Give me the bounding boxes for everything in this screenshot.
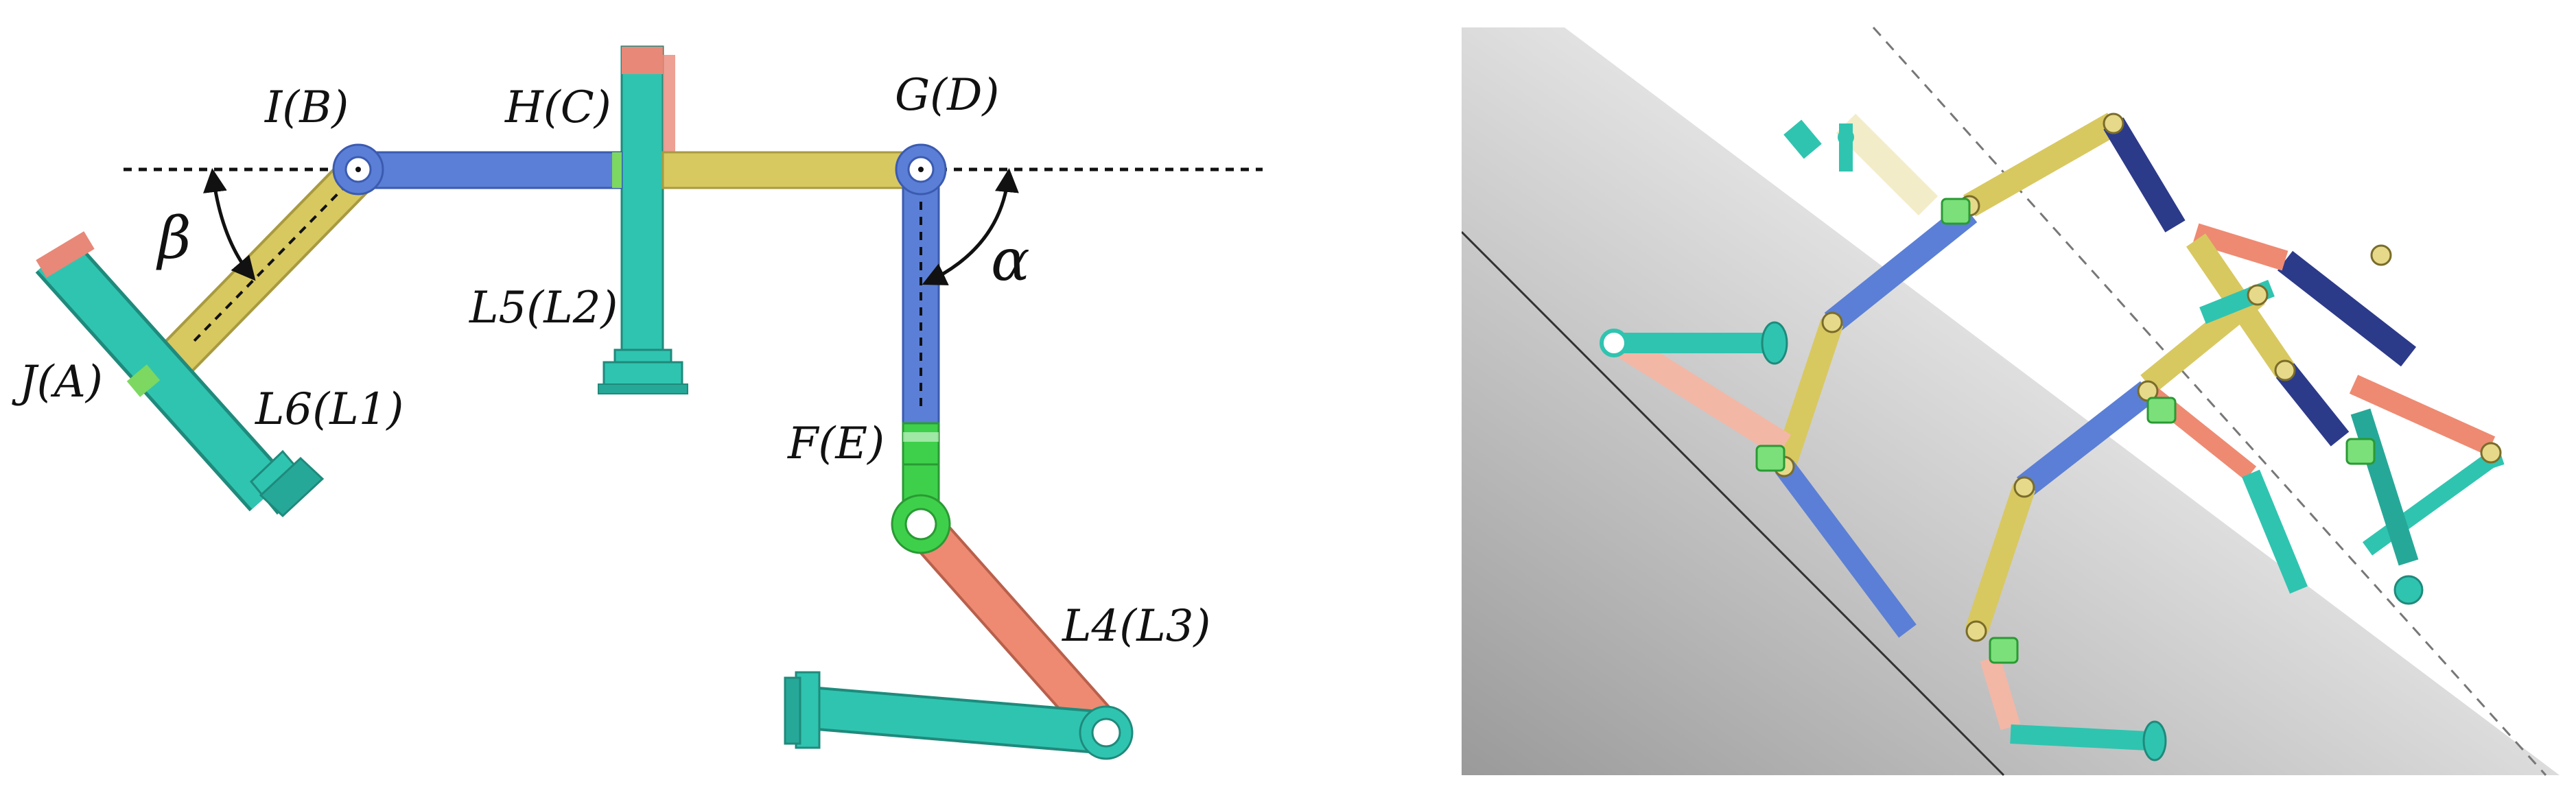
link-ij-yellow <box>163 158 374 372</box>
linkage-schematic: I(B) H(C) G(D) J(A) L5(L2) L6(L1) F(E) L… <box>12 45 1263 760</box>
slope-edge-line <box>1460 230 2005 777</box>
link-j-foot <box>35 231 325 518</box>
label-l5: L5(L2) <box>469 283 618 333</box>
linkage-schematic-svg: I(B) H(C) G(D) J(A) L5(L2) L6(L1) F(E) L… <box>12 45 1263 760</box>
robot-leg-back-right <box>2192 223 2496 605</box>
angle-beta-arc <box>203 168 256 281</box>
robot-leg-front-bottom <box>1980 655 2167 761</box>
label-f: F(E) <box>787 418 885 469</box>
label-l4: L4(L3) <box>1062 601 1210 652</box>
joint-i <box>332 143 384 196</box>
link-hg-yellow <box>661 151 922 189</box>
label-h: H(C) <box>504 82 611 133</box>
inclined-surface <box>1462 27 2560 775</box>
angle-alpha-arc <box>922 168 1019 285</box>
label-beta: β <box>156 204 191 272</box>
label-j: J(A) <box>12 357 103 407</box>
robot-leg-front-left <box>1600 321 1792 458</box>
label-alpha: α <box>991 226 1030 294</box>
label-g: G(D) <box>895 70 999 121</box>
label-l6: L6(L1) <box>255 384 403 435</box>
link-gf-blue <box>902 168 940 514</box>
slope-dashed-line <box>1872 26 2547 777</box>
robot-3d-render <box>1460 0 2576 801</box>
joint-g <box>895 143 947 196</box>
robot-green-brackets <box>1755 198 2376 664</box>
robot-3d-render-svg <box>1460 26 2560 777</box>
joint-f <box>891 494 951 554</box>
link-f-l4-salmon <box>905 510 1122 746</box>
label-i: I(B) <box>264 82 349 133</box>
robot-leg-back-upper <box>1783 113 1939 216</box>
link-ih-blue <box>357 151 623 189</box>
joint-l4-end <box>1079 705 1134 760</box>
link-bottom-foot <box>784 671 1108 755</box>
link-hc-vertical <box>598 45 688 394</box>
